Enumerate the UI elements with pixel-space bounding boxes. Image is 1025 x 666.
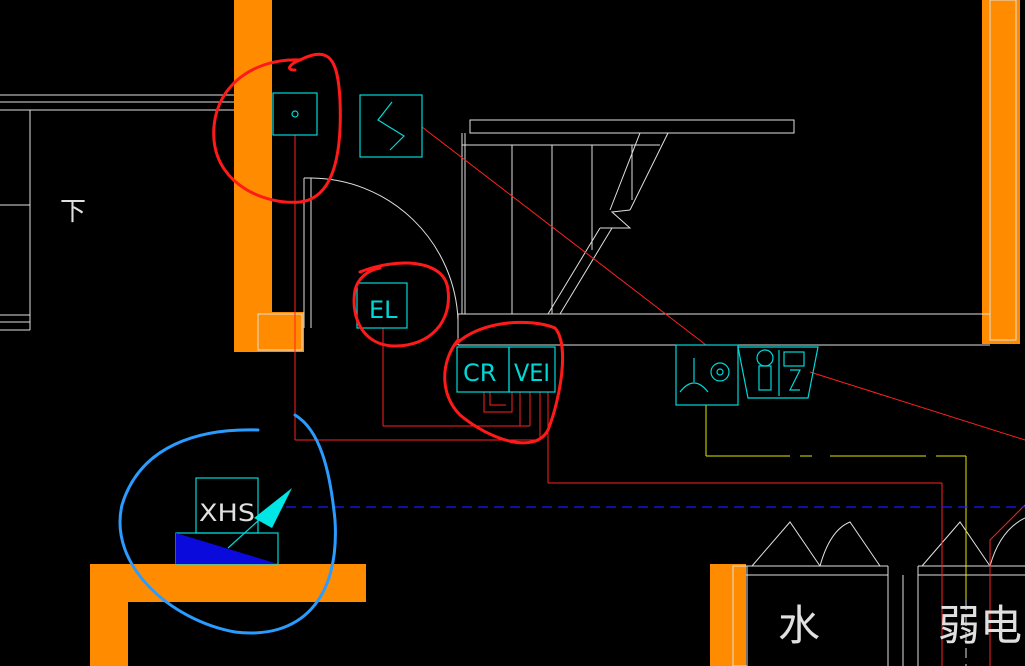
wall-outlines — [257, 0, 1017, 666]
red-markup-circle-outlet — [212, 52, 342, 204]
yellow-wiring — [705, 405, 967, 600]
wall-bottom-horizontal — [90, 564, 366, 602]
wall-bottom-vertical — [90, 564, 128, 666]
label-xhs: XHS — [199, 499, 255, 527]
wall-left-column-base — [258, 312, 304, 352]
s-switch-icon[interactable] — [359, 94, 423, 158]
label-cr: CR — [463, 359, 496, 387]
wall-bottom-right-vertical — [710, 564, 746, 666]
lamp-sensor-icon[interactable] — [737, 346, 819, 399]
wall-left-vertical — [234, 0, 272, 352]
label-down: 下 — [60, 197, 86, 227]
blue-markup-circle-xhs — [118, 413, 337, 635]
label-weak-current: 弱电 — [938, 601, 1022, 650]
hydrant-cyan-arrow — [254, 488, 292, 528]
vei-device-box[interactable] — [508, 346, 556, 393]
red-markup — [212, 52, 565, 445]
bell-circle-icon[interactable] — [675, 344, 739, 406]
architecture-lines — [0, 94, 1025, 666]
label-el: EL — [369, 296, 398, 324]
el-device-box[interactable] — [356, 282, 408, 329]
small-circle-in-square-icon[interactable] — [272, 92, 318, 136]
label-water: 水 — [778, 601, 820, 650]
label-vei: VEI — [514, 359, 550, 387]
red-markup-circle-el — [352, 261, 450, 348]
red-wiring — [294, 126, 1025, 666]
hydrant-blue-triangle — [176, 533, 278, 564]
red-markup-circle-cr-vei — [443, 320, 565, 445]
wall-right-vertical — [982, 0, 1020, 344]
blue-markup — [118, 413, 337, 635]
walls — [90, 0, 1020, 666]
